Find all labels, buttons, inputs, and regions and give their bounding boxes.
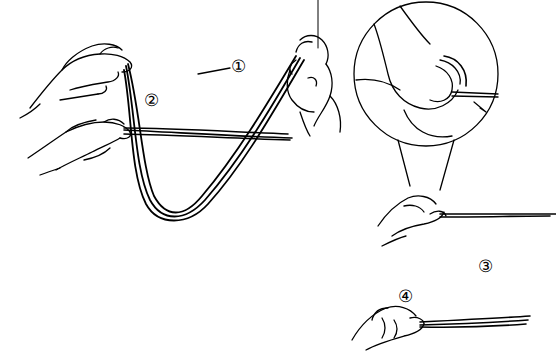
magnified-detail [354, 2, 498, 190]
callout-number: ② [144, 92, 159, 109]
hand-2 [287, 0, 340, 136]
thread-3 [440, 214, 556, 217]
thread-loop [124, 56, 304, 221]
hand-4 [378, 196, 446, 246]
callout-number: ④ [398, 288, 413, 305]
hand-5 [352, 306, 424, 350]
hand-1 [20, 44, 132, 118]
leader-line [198, 68, 230, 74]
hand-3 [28, 119, 131, 175]
callout-number: ③ [478, 258, 493, 275]
thread-4 [420, 316, 530, 327]
callout-number: ① [231, 58, 246, 75]
thread-2 [124, 128, 292, 140]
